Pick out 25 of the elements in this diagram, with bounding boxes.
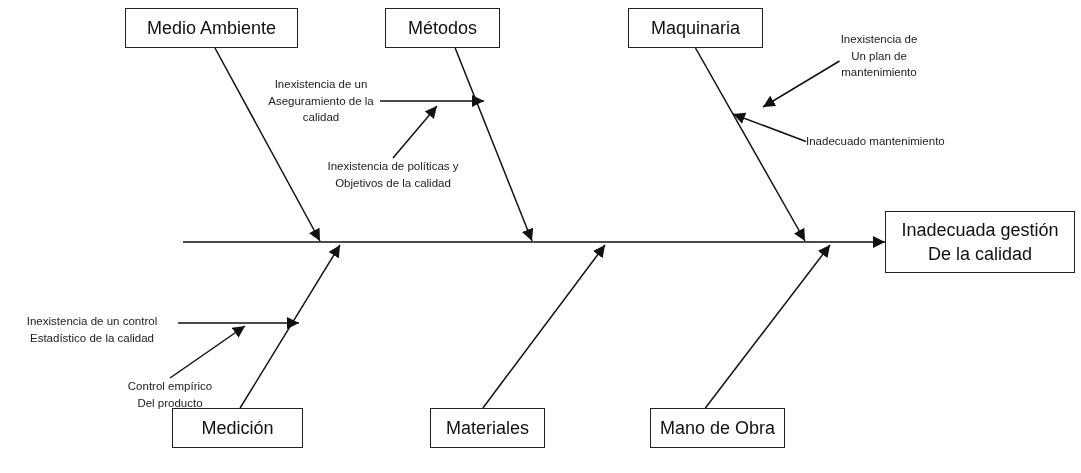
category-box: Mano de Obra	[650, 408, 785, 448]
arrow	[239, 244, 341, 409]
arrow	[379, 95, 485, 107]
arrow	[732, 112, 807, 143]
category-box: Maquinaria	[628, 8, 763, 48]
cause-label: Inexistencia de un control Estadístico de la calidad	[6, 313, 178, 347]
arrow	[392, 105, 438, 159]
cause-label: Inadecuado mantenimiento	[806, 133, 996, 150]
arrow	[454, 47, 534, 242]
arrow	[169, 325, 246, 379]
category-box: Métodos	[385, 8, 500, 48]
cause-label: Inexistencia de políticas y Objetivos de la calidad	[305, 158, 481, 192]
spine-arrow	[182, 236, 886, 248]
effect-box: Inadecuada gestión De la calidad	[885, 211, 1075, 273]
arrow	[482, 244, 606, 409]
arrow	[704, 244, 831, 409]
cause-label: Inexistencia de Un plan de mantenimiento	[832, 31, 926, 81]
category-box: Materiales	[430, 408, 545, 448]
arrow	[694, 47, 806, 242]
category-box: Medio Ambiente	[125, 8, 298, 48]
arrow	[214, 47, 321, 242]
arrow	[762, 60, 841, 108]
arrow	[177, 317, 300, 329]
cause-label: Inexistencia de un Aseguramiento de la calidad	[262, 76, 380, 126]
category-box: Medición	[172, 408, 303, 448]
